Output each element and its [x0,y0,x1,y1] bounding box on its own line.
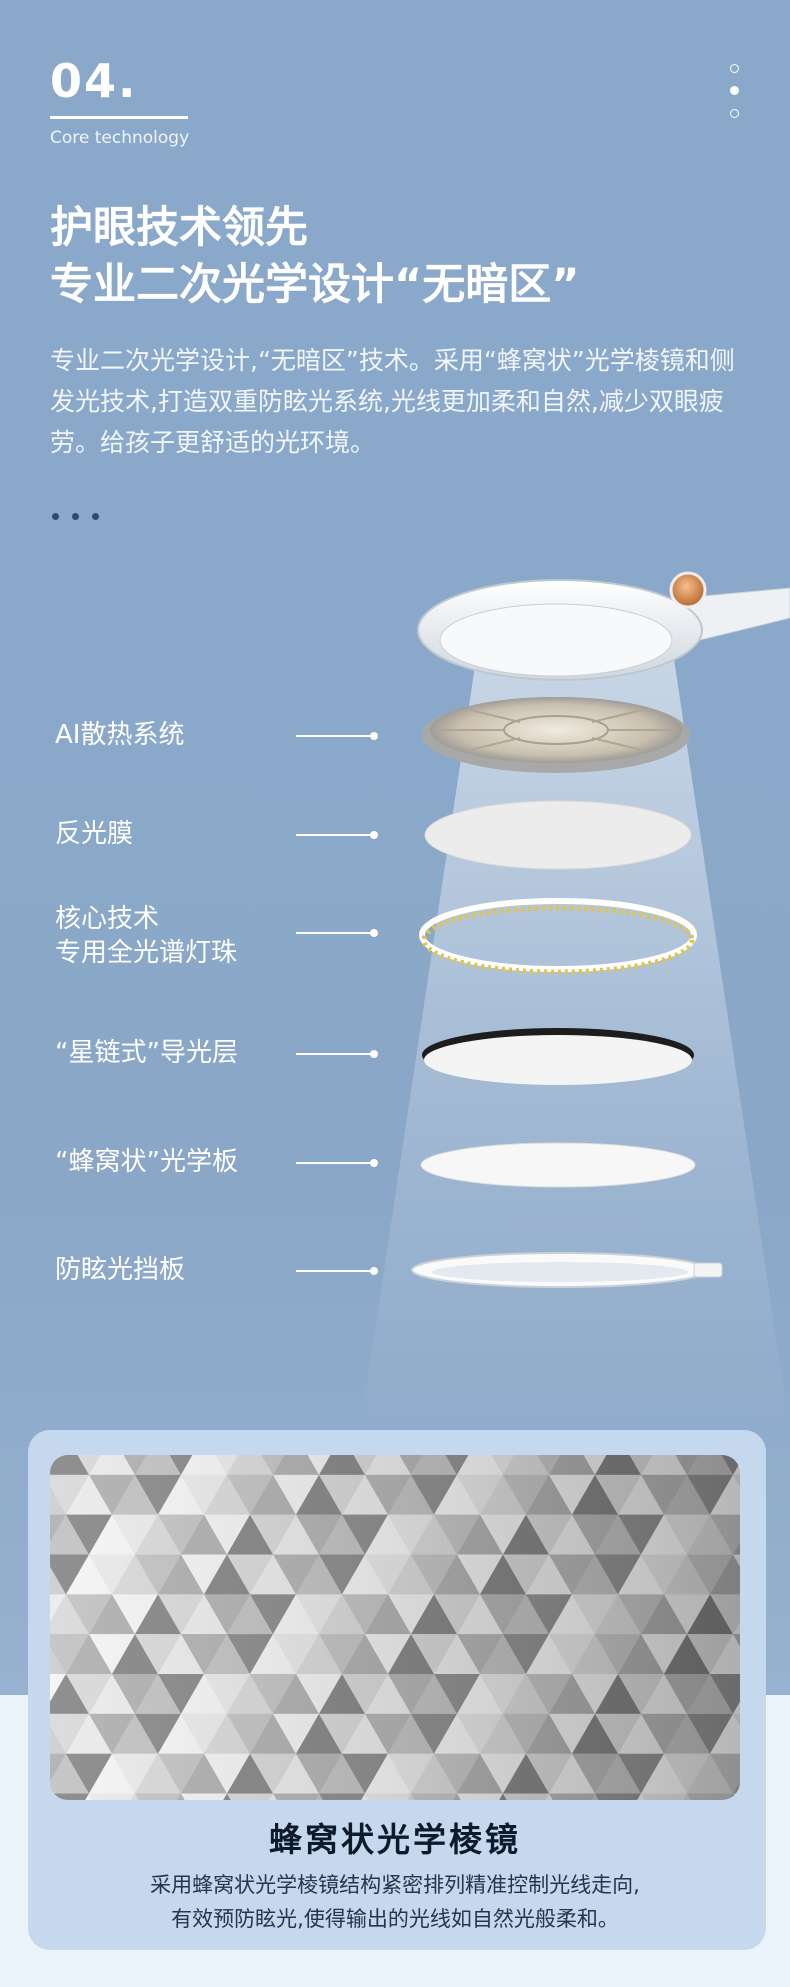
label-reflective-film: 反光膜 [55,819,134,849]
headline-line1: 护眼技术领先 [50,203,308,253]
label-cooling-system: AI散热系统 [55,720,185,750]
honeycomb-plate [420,1142,696,1188]
leader-line [296,831,378,839]
cooling-plate [422,697,690,773]
knob-icon [669,571,707,609]
leader-line [296,1267,378,1275]
anti-glare-baffle [411,1252,723,1288]
lamp-head [417,571,790,681]
headline-line2: 专业二次光学设计“无暗区” [50,260,580,310]
description: 专业二次光学设计,“无暗区”技术。采用“蜂窝状”光学棱镜和侧发光技术,打造双重防… [50,346,735,457]
section-underline [50,116,188,119]
card-title: 蜂窝状光学棱镜 [269,1820,521,1859]
card-description: 采用蜂窝状光学棱镜结构紧密排列精准控制光线走向, 有效预防眩光,使得输出的光线如… [0,1868,790,1936]
leader-line [296,1159,378,1167]
light-guide-layer [422,1028,694,1085]
headline: 护眼技术领先 专业二次光学设计“无暗区” [50,200,750,314]
leader-line [296,929,378,937]
card-text-line2: 有效预防眩光,使得输出的光线如自然光般柔和。 [171,1907,619,1931]
honeycomb-prism-image [50,1455,740,1800]
leader-line [296,1050,378,1058]
label-light-guide: “星链式”导光层 [55,1038,238,1068]
label-honeycomb-plate: “蜂窝状”光学板 [55,1147,238,1177]
label-led-beads: 核心技术 专用全光谱灯珠 [55,904,238,968]
reflective-film [424,800,692,870]
section-number: 04. [50,54,138,108]
section-subtitle: Core technology [50,128,190,148]
label-anti-glare: 防眩光挡板 [55,1255,186,1285]
led-ring [419,898,697,975]
card-text-line1: 采用蜂窝状光学棱镜结构紧密排列精准控制光线走向, [150,1873,640,1897]
leader-line [296,732,378,740]
